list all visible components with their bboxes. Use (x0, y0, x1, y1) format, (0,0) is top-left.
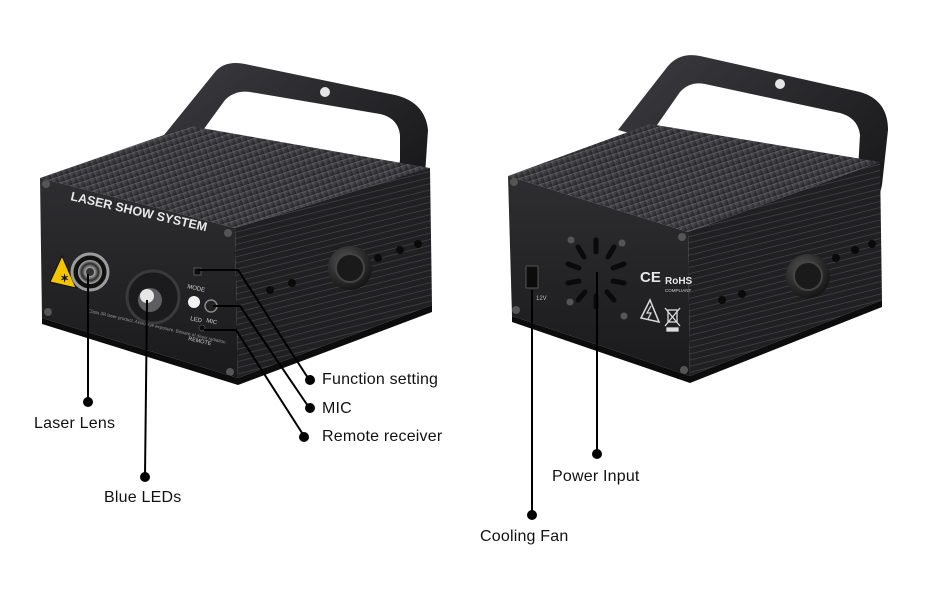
back-panel (508, 176, 690, 376)
mode-label: MODE (187, 284, 206, 294)
mic-label: MIC (206, 318, 219, 326)
front-projector: LASER SHOW SYSTEM ✶ Class 3R laser produ… (40, 63, 432, 385)
front-leader-lines (87, 269, 309, 477)
back-leader-dots (527, 449, 602, 520)
back-projector: 12V CE RoHS COMPLIANT (508, 55, 888, 383)
voltage-label: 12V (536, 296, 547, 302)
callout-blue-leds: Blue LEDs (104, 489, 182, 506)
electric-hazard-icon (639, 298, 661, 324)
cooling-fan-grille (565, 237, 627, 310)
back-top-fins (508, 124, 880, 232)
callout-laser-lens: Laser Lens (34, 415, 116, 432)
remote-label: REMOTE (188, 336, 213, 347)
power-jack (525, 265, 539, 289)
rohs-sub: COMPLIANT (665, 288, 692, 293)
laser-lens (70, 252, 110, 292)
front-panel-screws (42, 180, 234, 376)
blue-led-dome (125, 269, 181, 325)
callout-function-setting: Function setting (322, 371, 439, 388)
mode-button (193, 267, 202, 276)
remote-receiver-window (198, 324, 206, 332)
fan-screws (566, 236, 628, 320)
callout-power-input: Power Input (552, 468, 640, 485)
back-panel-screws (510, 178, 688, 374)
weee-bin-icon (664, 307, 681, 332)
back-side-panel (688, 162, 882, 376)
laser-warning-label: ✶ (49, 254, 77, 289)
callout-mic: MIC (322, 400, 352, 417)
back-leader-lines (531, 272, 598, 513)
led-indicator (188, 296, 200, 308)
handle-hole (320, 87, 330, 97)
callout-remote-receiver: Remote receiver (322, 428, 443, 445)
ce-mark: CE (640, 269, 661, 286)
front-top-fins (40, 126, 430, 228)
back-side-vents (718, 240, 876, 304)
rohs-mark: RoHS (665, 276, 693, 287)
led-label: LED (190, 316, 203, 325)
callout-cooling-fan: Cooling Fan (480, 528, 569, 545)
svg-text:✶: ✶ (60, 273, 69, 285)
front-side-vents (266, 240, 422, 294)
back-handle-hole (775, 79, 785, 89)
front-leader-dots (83, 375, 315, 482)
